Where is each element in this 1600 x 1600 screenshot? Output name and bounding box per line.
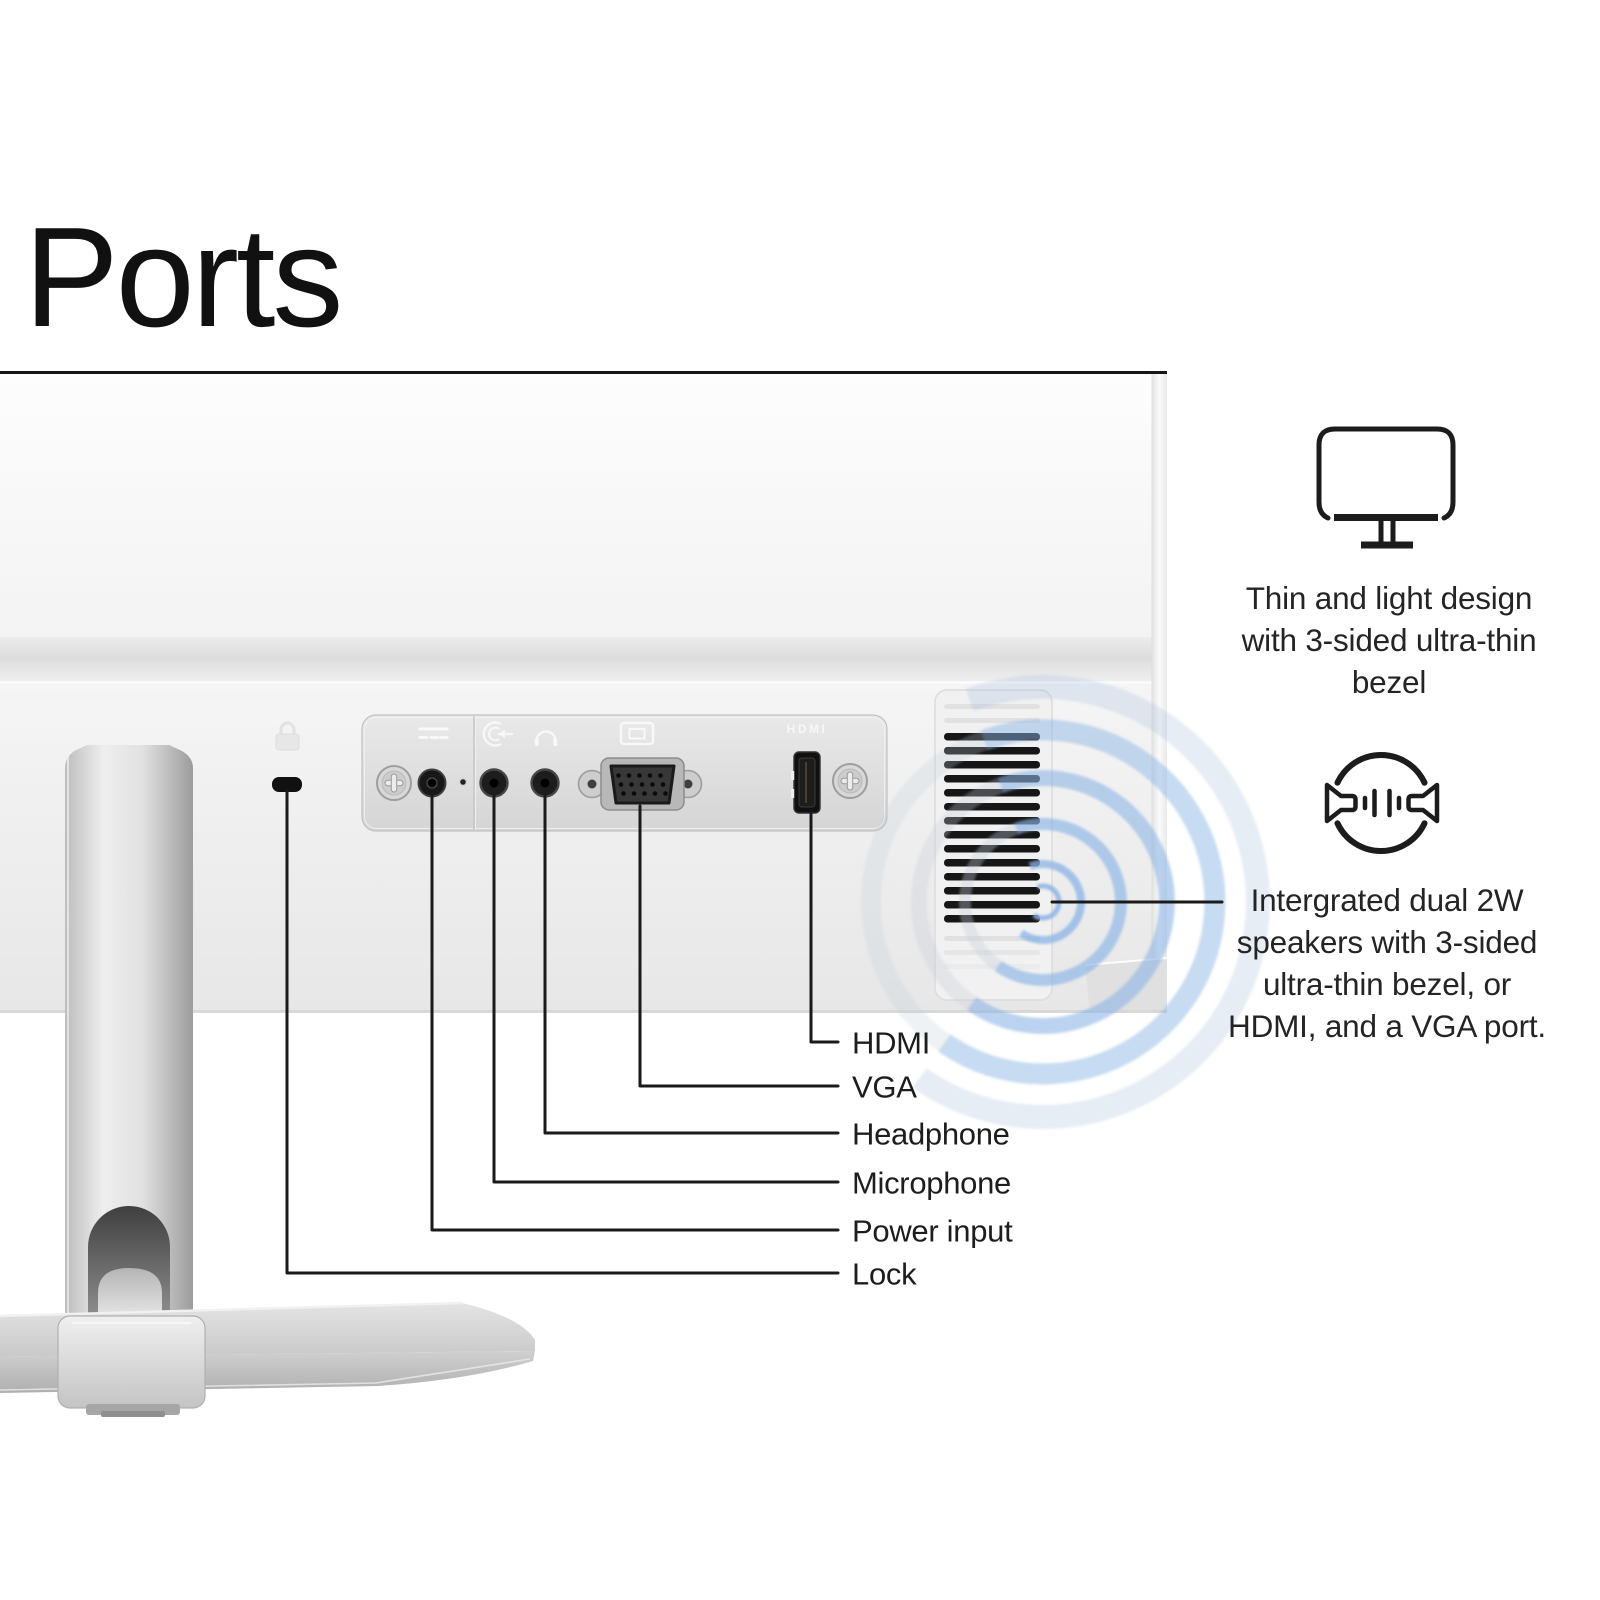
port-label-hdmi: HDMI: [852, 1025, 931, 1061]
callout-lines: [285, 789, 1224, 1275]
port-label-power: Power input: [852, 1213, 1013, 1249]
dc-power-icon: [418, 727, 449, 739]
stand-column: [65, 745, 193, 1320]
feature-line: HDMI, and a VGA port.: [1228, 1008, 1546, 1044]
led-hole: [458, 777, 468, 787]
callout-line-hdmi: [809, 810, 840, 1044]
callout-line-microphone: [492, 794, 840, 1184]
stand-hinge: [57, 1315, 206, 1417]
dual-speaker-icon: [1306, 745, 1458, 870]
feature-line: with 3-sided ultra-thin: [1241, 622, 1537, 658]
callout-line-lock: [285, 789, 840, 1275]
page-title: Ports: [24, 198, 343, 357]
feature-text-speakers: Intergrated dual 2W speakers with 3-side…: [1204, 879, 1570, 1047]
feature-line: ultra-thin bezel, or: [1262, 966, 1512, 1002]
callout-line-vga: [638, 804, 840, 1088]
callout-line-power: [430, 794, 840, 1232]
hdmi-port: [791, 751, 821, 814]
feature-text-thin-design: Thin and light design with 3-sided ultra…: [1208, 577, 1570, 703]
vga-port: [577, 757, 703, 811]
port-label-vga: VGA: [852, 1069, 917, 1105]
power-input-jack: [417, 768, 447, 798]
feature-line: Thin and light design: [1245, 580, 1533, 616]
lock-icon: [275, 721, 300, 751]
screw-left: [376, 765, 412, 801]
port-label-microphone: Microphone: [852, 1165, 1011, 1201]
port-label-headphone: Headphone: [852, 1116, 1010, 1152]
port-label-lock: Lock: [852, 1256, 917, 1292]
sound-waves: [860, 674, 1270, 1129]
callout-line-headphone: [543, 794, 840, 1135]
feature-line: Intergrated dual 2W: [1250, 882, 1524, 918]
kensington-lock-slot: [272, 777, 302, 792]
monitor-outline-icon: [1314, 425, 1459, 560]
hdmi-panel-print: HDMI: [786, 722, 828, 736]
microphone-jack: [479, 768, 509, 798]
headphone-icon: [534, 730, 558, 746]
headphone-jack: [530, 768, 560, 798]
audio-in-icon: [482, 721, 514, 747]
feature-line: speakers with 3-sided: [1236, 924, 1538, 960]
feature-line: bezel: [1351, 664, 1427, 700]
screw-right: [832, 763, 868, 799]
vga-display-icon: [619, 721, 655, 746]
title-divider: [0, 371, 1167, 374]
